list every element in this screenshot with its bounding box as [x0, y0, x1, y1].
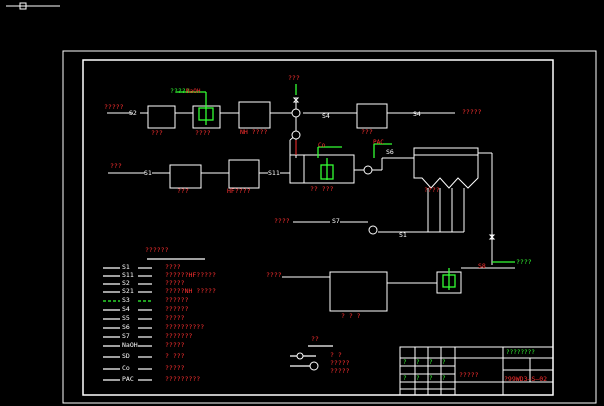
legend-code: PAC	[122, 375, 134, 383]
tank-3	[238, 101, 271, 129]
sludge-tank	[329, 271, 388, 312]
label-s1: S1	[144, 169, 152, 177]
label-top-left: ?????	[104, 103, 124, 111]
legend-code: S6	[122, 323, 130, 331]
legend-desc: ?????????	[165, 375, 201, 383]
legend-desc: ? ???	[165, 352, 185, 360]
legend-desc: ?????	[165, 279, 185, 287]
symbol-1-desc: ? ?	[330, 351, 342, 359]
label-s6: S6	[386, 148, 394, 156]
label-tank-4: ???	[361, 128, 373, 136]
label-tank-5: ???	[177, 187, 189, 195]
corner-marker	[6, 2, 60, 10]
label-reactor: ?? ???	[310, 185, 334, 193]
mixer-icon	[176, 84, 515, 290]
title-block-cell: ?	[416, 375, 420, 382]
label-s8: S8	[478, 262, 486, 270]
title-block	[399, 346, 554, 396]
label-s1-lower: S1	[399, 231, 407, 239]
title-company: ????????	[506, 349, 535, 356]
label-feed: ????	[274, 217, 290, 225]
valve-icon	[292, 97, 496, 240]
clarifier	[413, 147, 479, 189]
label-left-mid: ???	[110, 162, 122, 170]
label-tank-6: HF????	[227, 187, 251, 195]
label-clarifier: ????	[424, 186, 440, 194]
symbols-title: ??	[311, 335, 319, 343]
title-block-cell: ?	[442, 359, 446, 366]
legend-desc: ??????HF?????	[165, 271, 216, 279]
label-naoh: NaOH	[186, 88, 201, 95]
legend-desc: ????	[165, 263, 181, 271]
label-tank-1: ???	[151, 129, 163, 137]
legend-code: S21	[122, 287, 134, 295]
title-block-cell: ?	[429, 359, 433, 366]
legend-code: S1	[122, 263, 130, 271]
legend-desc: ?????	[165, 341, 185, 349]
legend-desc: ?????	[165, 364, 185, 372]
legend-code: SD	[122, 352, 130, 360]
legend-lines	[103, 258, 333, 381]
legend-code: S7	[122, 332, 130, 340]
label-sludge: ? ? ?	[341, 312, 361, 320]
title-drawing-no: ?99WD3—S—02	[504, 375, 548, 383]
reactor-tank-b	[303, 154, 355, 184]
title-block-cell: ?	[403, 375, 407, 382]
label-tank-3: NH ????	[240, 128, 268, 136]
label-s4-out: S4	[413, 110, 421, 118]
tank-5	[169, 164, 202, 189]
label-lower-left: ????	[266, 271, 282, 279]
outer-frame	[62, 50, 597, 404]
tank-1	[147, 105, 176, 129]
legend-symbols	[296, 352, 319, 371]
label-s4: S4	[322, 112, 330, 120]
label-pac: PAC	[373, 139, 384, 146]
label-qm1: ???	[288, 74, 300, 82]
legend-code: S2	[122, 279, 130, 287]
title-drawing-name: ?????	[459, 371, 479, 379]
legend-desc: ???????	[165, 332, 193, 340]
legend-code: S3	[122, 296, 130, 304]
legend-code: S4	[122, 305, 130, 313]
tank-6	[228, 159, 260, 189]
legend-code: S11	[122, 271, 134, 279]
legend-code: Co	[122, 364, 130, 372]
legend-desc: ??????	[165, 305, 189, 313]
symbol-3-desc: ?????	[330, 367, 350, 375]
label-top-right: ?????	[462, 108, 482, 116]
legend-desc: ?????	[165, 314, 185, 322]
legend-desc: ?????NH ?????	[165, 287, 216, 295]
pump-icon	[291, 108, 378, 235]
title-block-cell: ?	[442, 375, 446, 382]
tank-4	[356, 103, 388, 129]
label-tank-2: ????	[195, 129, 211, 137]
label-green-right: ????	[516, 258, 532, 266]
legend-title: ??????	[145, 246, 169, 254]
legend-desc: ??????????	[165, 323, 205, 331]
inner-frame	[82, 59, 554, 396]
legend-desc: ??????	[165, 296, 189, 304]
label-s2: S2	[129, 109, 137, 117]
legend-code: S5	[122, 314, 130, 322]
label-s11: S11	[268, 169, 280, 177]
reactor-tank-a	[289, 154, 305, 184]
legend-code: NaOH	[122, 341, 138, 349]
label-co: Co	[318, 142, 326, 149]
title-block-cell: ?	[429, 375, 433, 382]
label-dosing: ?????	[170, 87, 190, 95]
title-block-cell: ?	[403, 359, 407, 366]
label-s7: S7	[332, 217, 340, 225]
symbol-2-desc: ?????	[330, 359, 350, 367]
title-block-cell: ?	[416, 359, 420, 366]
